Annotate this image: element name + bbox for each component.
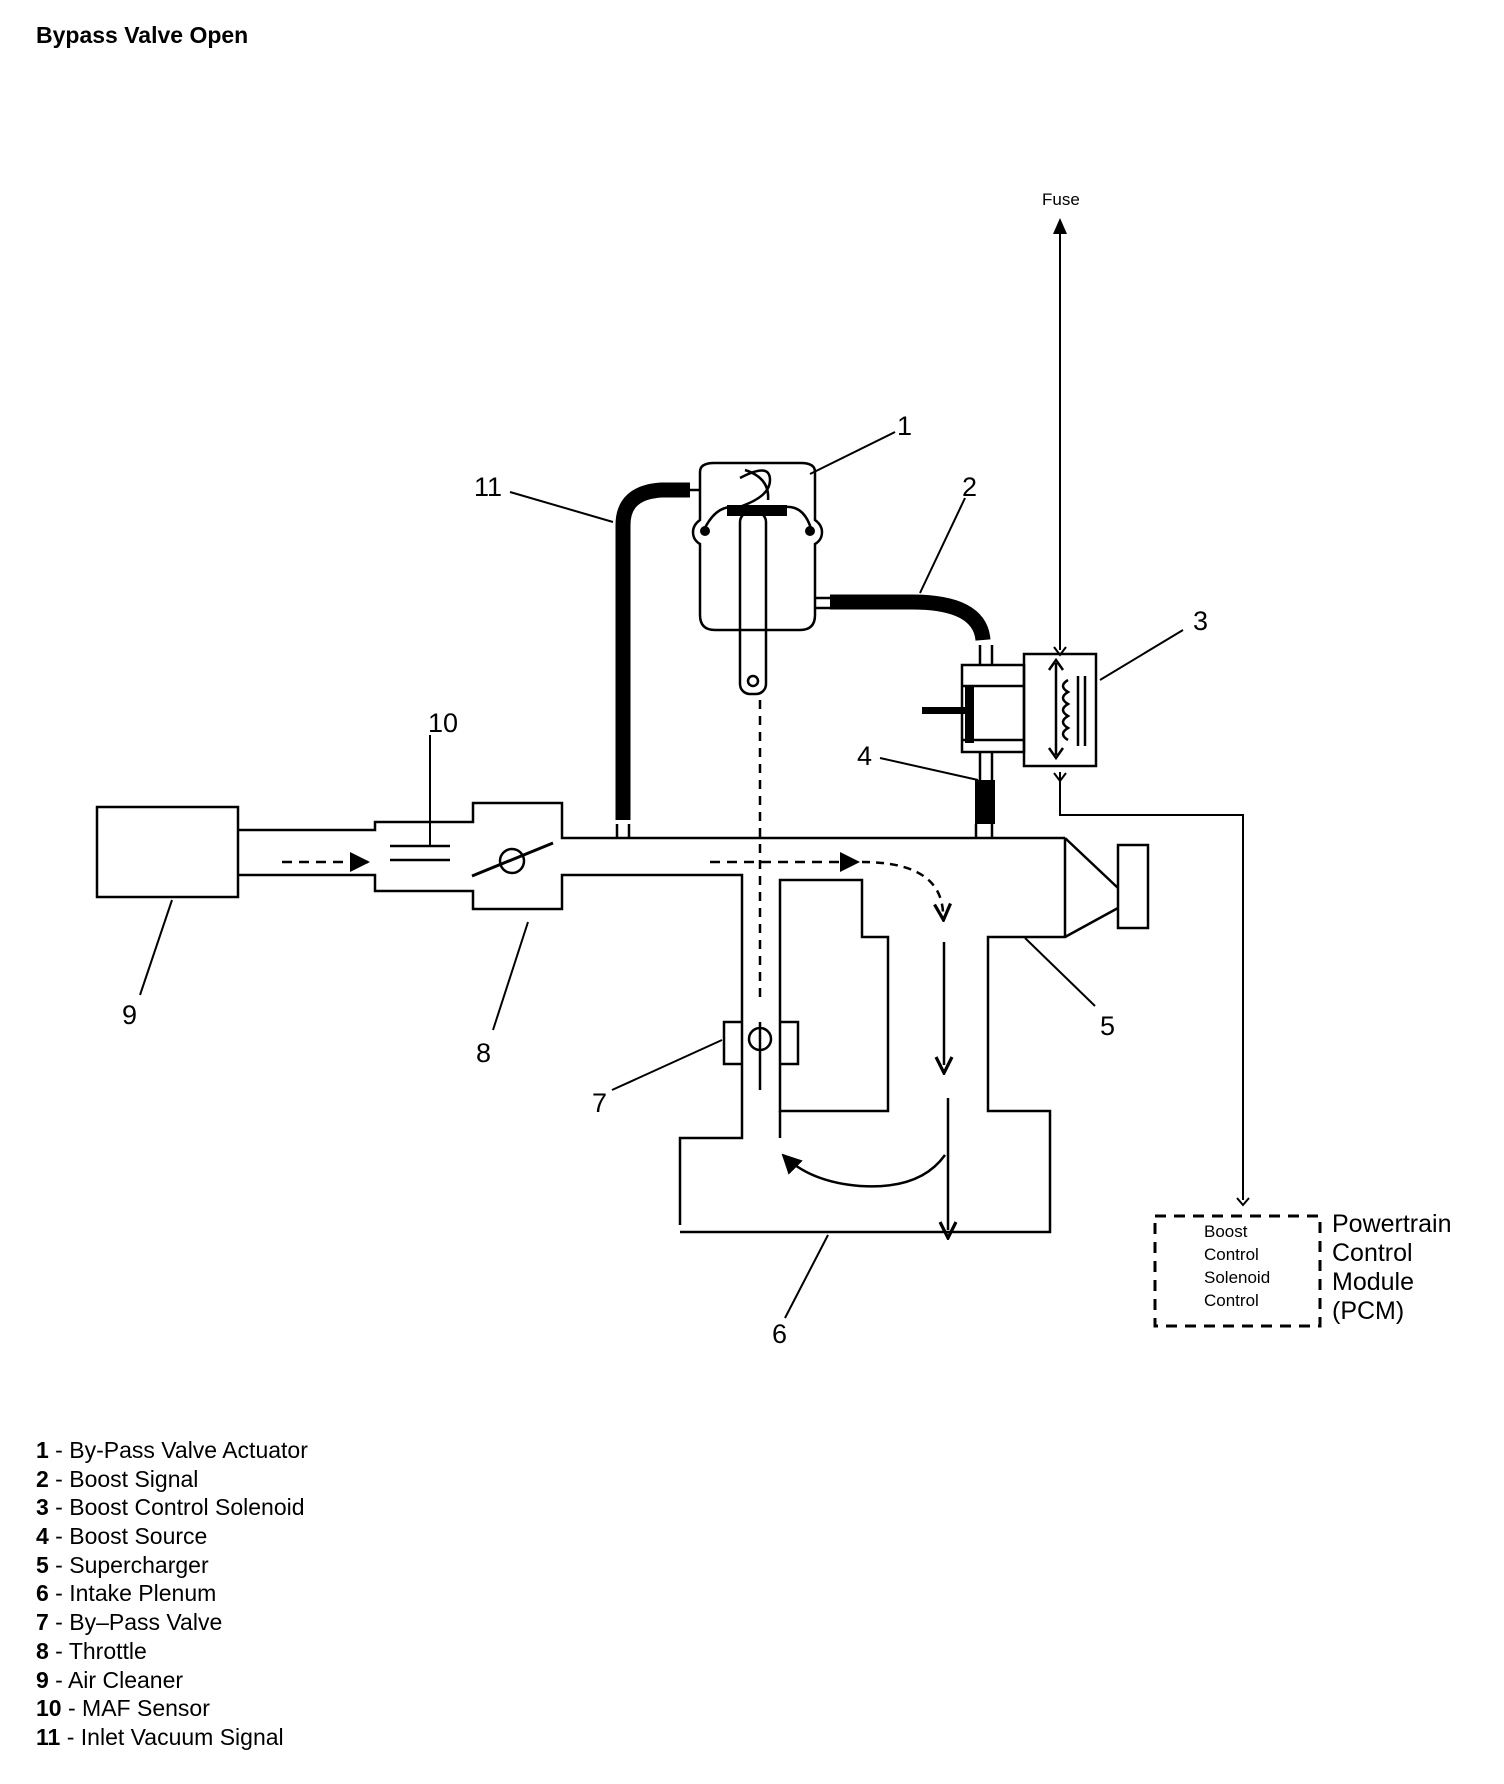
legend-item: 2 - Boost Signal (36, 1465, 199, 1492)
legend-item: 10 - MAF Sensor (36, 1695, 210, 1722)
legend-item: 8 - Throttle (36, 1637, 147, 1664)
legend-item: 6 - Intake Plenum (36, 1580, 217, 1607)
callout-7: 7 (592, 1088, 607, 1118)
legend-item: 1 - By-Pass Valve Actuator (36, 1437, 308, 1463)
callout-10: 10 (428, 708, 458, 738)
callout-11: 11 (474, 472, 502, 502)
boost-source-hose (975, 780, 995, 824)
callout-5: 5 (1100, 1011, 1115, 1041)
pcm-block-line-2: Control (1204, 1245, 1259, 1264)
actuator-spring (739, 468, 772, 508)
intake-duct (238, 801, 1065, 840)
pcm-block (1153, 1214, 1322, 1328)
pcm-block-line-4: Control (1204, 1291, 1259, 1310)
pcm-wire (1059, 772, 1244, 1200)
component-legend: 1 - By-Pass Valve Actuator 2 - Boost Sig… (36, 1436, 308, 1752)
intake-duct-lower (238, 873, 744, 1225)
legend-item: 7 - By–Pass Valve (36, 1609, 223, 1636)
actuator-housing (691, 461, 824, 632)
actuator-plate (727, 505, 787, 516)
actuator-rod (738, 510, 768, 696)
legend-item: 4 - Boost Source (36, 1523, 208, 1550)
legend-item: 3 - Boost Control Solenoid (36, 1494, 305, 1521)
legend-item: 11 - Inlet Vacuum Signal (36, 1723, 284, 1750)
bypass-valve-body (722, 1020, 800, 1066)
supercharger-pulley (1116, 843, 1150, 930)
pcm-block-line-3: Solenoid (1204, 1268, 1270, 1287)
pcm-name-line-1: Powertrain (1332, 1210, 1452, 1238)
pcm-name-line-4: (PCM) (1332, 1297, 1404, 1325)
solenoid-coil-icon (1061, 676, 1087, 746)
callout-9: 9 (122, 1000, 137, 1030)
supercharger-drive (1064, 837, 1119, 939)
pcm-name-line-3: Module (1332, 1268, 1414, 1296)
legend-item: 9 - Air Cleaner (36, 1666, 184, 1693)
inlet-vacuum-hose (615, 482, 690, 820)
pcm-name-line-2: Control (1332, 1239, 1413, 1267)
legend-item: 5 - Supercharger (36, 1551, 209, 1578)
flow-arrow-bend (861, 860, 943, 912)
flow-arrow-recirc (781, 1153, 947, 1188)
supercharger-body (680, 838, 1067, 1234)
pcm-block-line-1: Boost (1204, 1222, 1248, 1241)
callout-6: 6 (772, 1319, 787, 1349)
callout-4: 4 (857, 741, 872, 771)
callout-3: 3 (1193, 606, 1208, 636)
callout-8: 8 (476, 1038, 491, 1068)
throttle-plate (498, 847, 526, 875)
callout-1: 1 (897, 411, 912, 441)
page-title: Bypass Valve Open (36, 22, 249, 48)
solenoid-plunger (965, 685, 974, 743)
runner-block (778, 878, 890, 1113)
fuse-arrow-icon (1053, 218, 1067, 234)
callout-2: 2 (962, 472, 977, 502)
boost-signal-hose (830, 594, 991, 642)
air-cleaner (95, 805, 240, 899)
fuse-label: Fuse (1042, 190, 1080, 209)
